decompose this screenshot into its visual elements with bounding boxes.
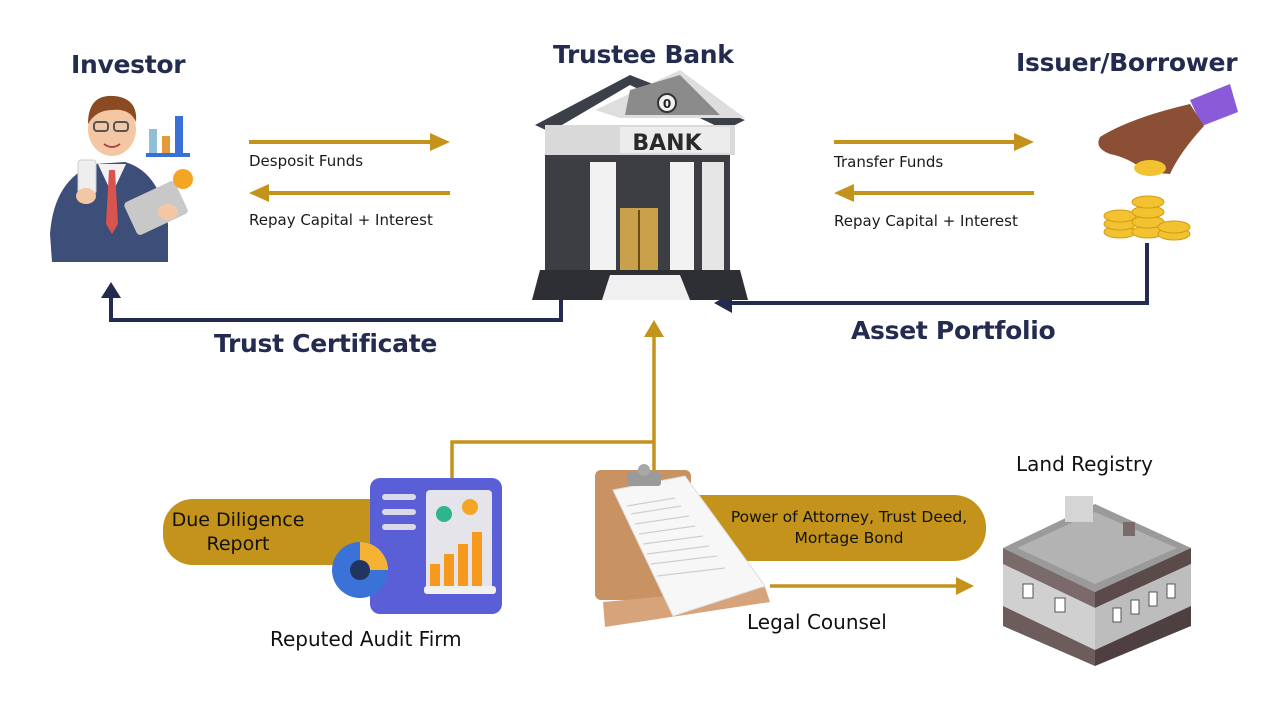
legal-documents-line1: Power of Attorney, Trust Deed, [730,508,968,526]
investor-illustration [50,95,193,262]
audit-firm-illustration [332,478,502,614]
audit-legal-to-bank-connector [450,320,664,478]
due-diligence-line2: Report [206,533,270,555]
legal-counsel-illustration [595,464,770,627]
land-registry-label: Land Registry [1016,452,1154,476]
bank-sign: BANK [632,131,702,156]
trustee-bank-illustration: 0 BANK [532,70,748,300]
transfer-funds-label: Transfer Funds [834,153,944,171]
trust-certificate-connector [101,282,563,322]
legal-counsel-label: Legal Counsel [747,610,887,634]
svg-text:0: 0 [663,97,671,111]
trust-certificate-label: Trust Certificate [214,329,438,358]
repay-investor-arrow [249,184,450,202]
due-diligence-pill: Due Diligence Report [163,499,373,565]
due-diligence-line1: Due Diligence [171,509,305,531]
repay-bank-label: Repay Capital + Interest [834,212,1018,230]
issuer-heading: Issuer/Borrower [1016,48,1238,77]
deposit-funds-label: Desposit Funds [249,152,364,170]
issuer-illustration [1098,84,1238,241]
trustee-bank-heading: Trustee Bank [553,40,734,69]
asset-portfolio-label: Asset Portfolio [851,316,1056,345]
legal-documents-line2: Mortage Bond [794,529,904,547]
transfer-funds-arrow [834,133,1034,151]
repay-bank-arrow [834,184,1034,202]
audit-firm-label: Reputed Audit Firm [270,627,462,651]
deposit-funds-arrow [249,133,450,151]
asset-portfolio-connector [714,243,1149,313]
land-registry-illustration [1003,496,1191,666]
investor-heading: Investor [71,50,186,79]
legal-to-land-registry-arrow [770,577,974,595]
repay-investor-label: Repay Capital + Interest [249,211,433,229]
